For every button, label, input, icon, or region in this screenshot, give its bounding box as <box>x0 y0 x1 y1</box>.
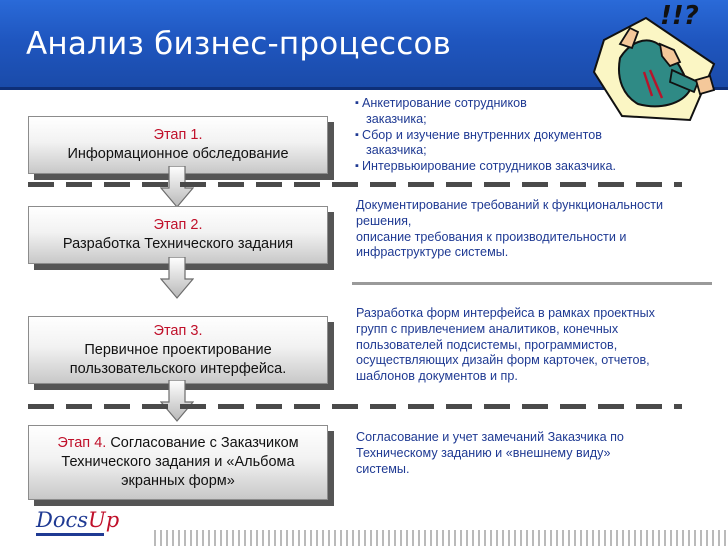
down-arrow-icon <box>160 166 194 208</box>
docsup-logo: DocsUp <box>36 508 119 532</box>
description-line: Документирование требований к функционал… <box>356 198 664 212</box>
stage-3-box: Этап 3. Первичное проектирование пользов… <box>28 316 328 384</box>
stage-4-description: Согласование и учет замечаний Заказчика … <box>356 430 676 477</box>
logo-underline <box>36 533 104 536</box>
bullet-item: Анкетирование сотрудников <box>355 96 656 112</box>
stage-4-text-line1: Согласование с Заказчиком <box>110 435 299 451</box>
logo-part-up: Up <box>88 508 120 532</box>
stage-3-number: Этап 3. <box>153 322 203 339</box>
stage-4-text-line3: экранных форм» <box>121 473 235 489</box>
description-line: системы. <box>356 461 410 476</box>
description-line: решения, <box>356 213 412 228</box>
stage-4-box: Этап 4. Согласование с Заказчиком Технич… <box>28 425 328 500</box>
stage-3-text-line2: пользовательского интерфейса. <box>69 360 287 377</box>
bullet-item: Сбор и изучение внутренних документов <box>355 128 656 144</box>
slide-title: Анализ бизнес-процессов <box>26 26 452 62</box>
stage-4-number: Этап 4. <box>57 435 107 451</box>
cartoon-illustration: !!? <box>592 1 716 122</box>
bullet-item-continuation: заказчика; <box>366 143 427 158</box>
down-arrow-icon <box>160 257 194 299</box>
description-line: шаблонов документов и пр. <box>356 369 518 384</box>
stage-3-text-line1: Первичное проектирование <box>84 341 272 358</box>
description-line: Техническому заданию и «внешнему виду» <box>356 445 611 460</box>
stage-1-text: Информационное обследование <box>67 146 289 162</box>
dashed-separator <box>28 404 682 409</box>
footer-stripe <box>154 530 728 546</box>
description-line: Разработка форм интерфейса в рамках прое… <box>356 306 655 320</box>
stage-4-text-line2: Технического задания и «Альбома <box>61 454 295 470</box>
gray-divider <box>352 282 712 285</box>
bullet-item-continuation: заказчика; <box>366 111 427 126</box>
description-line: осуществляющих дизайн форм карточек, отч… <box>356 353 650 368</box>
description-line: групп с привлечением аналитиков, конечны… <box>356 321 619 336</box>
dashed-separator <box>28 182 682 187</box>
stage-1-description: Анкетирование сотрудников заказчика; Сбо… <box>355 96 656 175</box>
description-line: пользователей подсистемы, программистов, <box>356 337 618 352</box>
down-arrow-icon <box>160 380 194 422</box>
stage-2-description: Документирование требований к функционал… <box>356 198 706 261</box>
stage-3-description: Разработка форм интерфейса в рамках прое… <box>356 306 701 385</box>
cartoon-exclaim-label: !!? <box>660 1 699 31</box>
description-line: инфраструктуре системы. <box>356 245 509 260</box>
bullet-item: Интервьюирование сотрудников заказчика. <box>355 159 656 175</box>
description-line: Согласование и учет замечаний Заказчика … <box>356 430 624 444</box>
stage-1-number: Этап 1. <box>153 127 203 143</box>
stage-2-text: Разработка Технического задания <box>62 236 294 252</box>
stage-2-box: Этап 2. Разработка Технического задания <box>28 206 328 264</box>
stage-2-number: Этап 2. <box>153 217 203 233</box>
stage-4-line1: Этап 4. Согласование с Заказчиком <box>35 434 321 453</box>
description-line: описание требования к производительности… <box>356 229 627 244</box>
logo-part-docs: Docs <box>36 508 89 532</box>
